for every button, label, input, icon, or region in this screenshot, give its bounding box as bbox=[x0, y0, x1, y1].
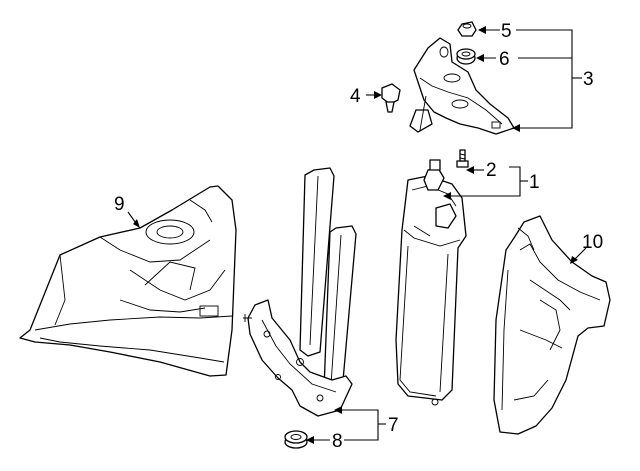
part-9-air-duct bbox=[19, 185, 237, 377]
leader-arrowheads bbox=[133, 26, 578, 444]
leader-lines bbox=[127, 29, 587, 441]
part-6-grommet bbox=[456, 48, 476, 65]
callout-7: 7 bbox=[388, 415, 399, 436]
part-7-bracket bbox=[243, 167, 357, 417]
callout-9: 9 bbox=[114, 194, 125, 215]
part-10-deflector bbox=[493, 215, 611, 435]
part-1-reservoir bbox=[395, 159, 467, 406]
callout-6: 6 bbox=[499, 49, 510, 70]
part-8-grommet bbox=[284, 430, 308, 449]
callout-4: 4 bbox=[350, 86, 361, 107]
callout-1: 1 bbox=[529, 172, 540, 193]
part-5-nut bbox=[457, 21, 477, 37]
callout-2: 2 bbox=[486, 160, 497, 181]
callout-8: 8 bbox=[332, 431, 343, 452]
part-4-push-clip bbox=[381, 83, 401, 113]
callout-10: 10 bbox=[582, 232, 603, 253]
callout-3: 3 bbox=[583, 69, 594, 90]
part-2-bolt bbox=[456, 149, 469, 168]
callout-5: 5 bbox=[501, 21, 512, 42]
part-3-upper-bracket bbox=[409, 37, 515, 135]
